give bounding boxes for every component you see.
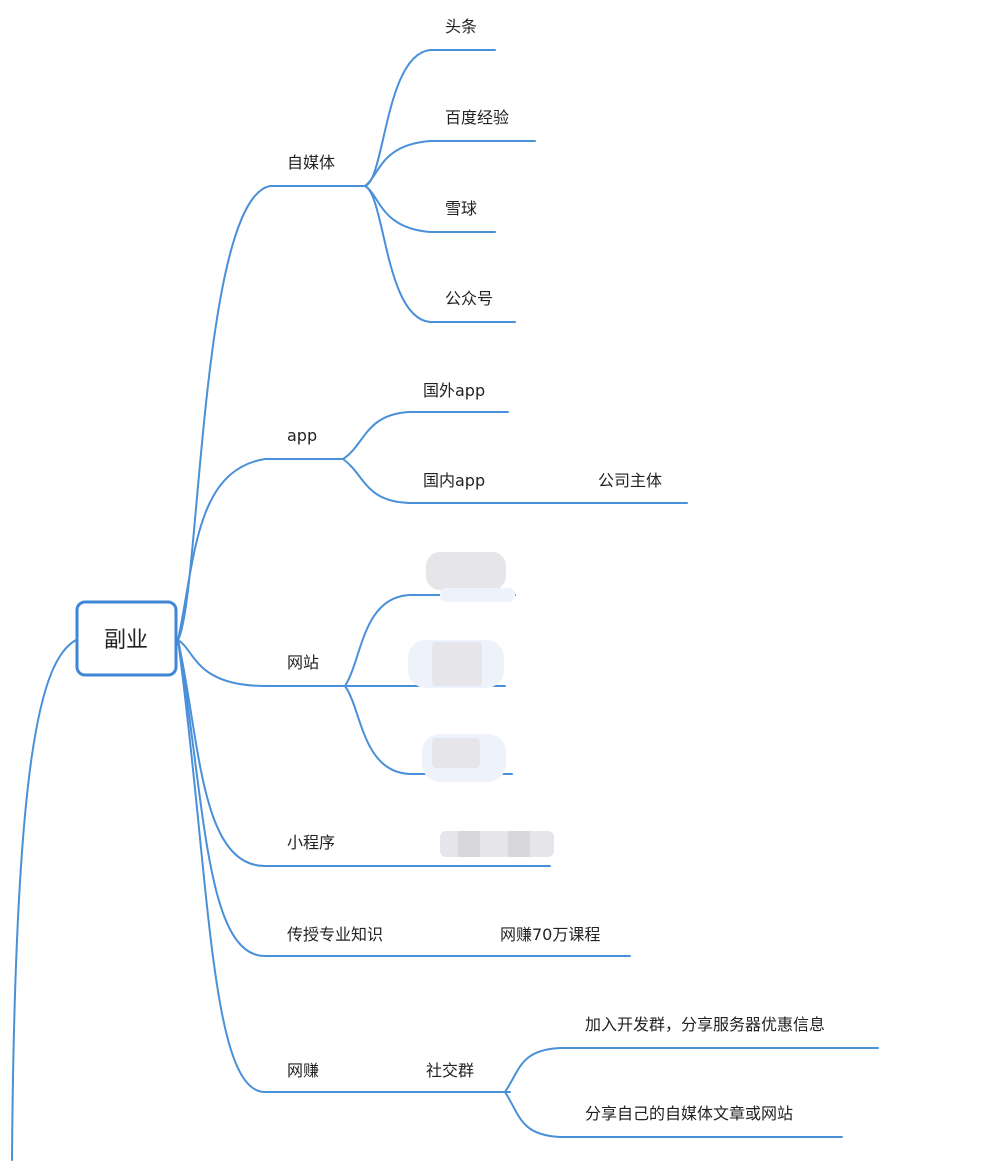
root-node[interactable]: 副业 [75,600,178,677]
edge-root-wangzhan [177,639,346,687]
edge-root-xiaochengxu [177,639,551,867]
node-toutiao[interactable]: 头条 [445,17,477,36]
node-kaifaqun[interactable]: 加入开发群，分享服务器优惠信息 [585,1015,825,1034]
edge-zimeiti-baidujingyan [364,140,536,187]
edge-root-chuanshou [177,639,631,957]
edge-shejiaoqun-kaifaqun [504,1047,879,1093]
node-wangzhan[interactable]: 网站 [287,653,319,672]
edge-root-app [177,458,344,641]
root-box [75,600,178,677]
node-fenxiang-zimeiti[interactable]: 分享自己的自媒体文章或网站 [585,1104,793,1123]
edge-app-guonei [342,458,688,504]
node-wangzhuan[interactable]: 网赚 [287,1061,319,1080]
node-guowai-app[interactable]: 国外app [423,381,485,400]
edge-app-guowai [342,411,509,460]
edge-wangzhan-child-1 [344,594,516,687]
node-baidujingyan[interactable]: 百度经验 [445,108,509,127]
node-xueqiu[interactable]: 雪球 [445,199,477,218]
wangzhan-child-1-redacted [426,552,515,602]
xiaochengxu-child-redacted [440,831,554,857]
edge-shejiaoqun-fenxiang [504,1091,843,1138]
edge-wangzhan-child-3 [344,685,513,775]
edge-root-wangzhuan [177,639,511,1093]
edge-root-zimeiti [177,185,366,641]
root-label: 副业 [104,628,148,653]
root-outgoing-edge [11,639,77,1161]
node-shejiaoqun[interactable]: 社交群 [426,1061,474,1080]
node-app[interactable]: app [287,426,317,445]
node-zimeiti[interactable]: 自媒体 [287,153,335,172]
node-gongsi-zhuti[interactable]: 公司主体 [598,471,662,490]
node-chuanshou[interactable]: 传授专业知识 [287,925,383,944]
node-xiaochengxu[interactable]: 小程序 [287,833,335,852]
edge-zimeiti-gongzhonghao [364,185,516,323]
node-guonei-app[interactable]: 国内app [423,471,485,490]
node-wangzhuan-70w-kecheng[interactable]: 网赚70万课程 [500,925,600,944]
wangzhan-child-3-redacted [422,734,506,782]
node-gongzhonghao[interactable]: 公众号 [445,289,493,308]
wangzhan-child-2-redacted [408,640,504,688]
